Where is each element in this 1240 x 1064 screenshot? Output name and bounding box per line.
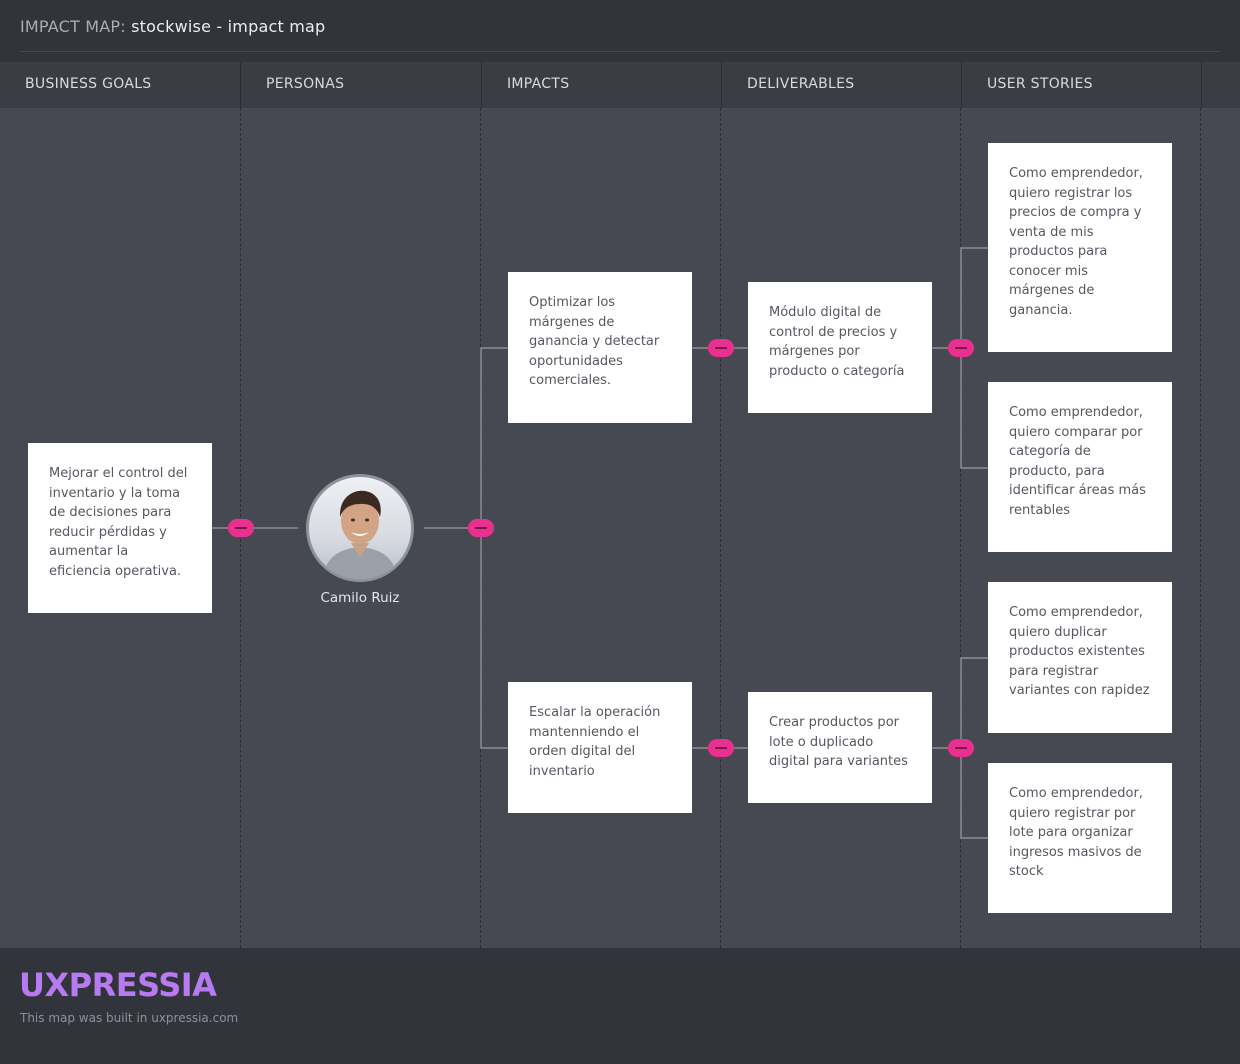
collapse-toggle-icon[interactable] [228,519,254,537]
deliverable-card[interactable]: Crear productos por lote o duplicado dig… [748,692,932,803]
column-divider [720,108,721,948]
column-header-row: BUSINESS GOALS PERSONAS IMPACTS DELIVERA… [0,62,1240,108]
user-story-text: Como emprendedor, quiero registrar los p… [1009,166,1143,318]
footer: UXPRESSIA This map was built in uxpressi… [0,948,1240,1064]
header-divider [20,51,1220,52]
impact-card[interactable]: Optimizar los márgenes de ganancia y det… [508,272,692,423]
column-header-empty [1201,62,1240,108]
connector-line [960,247,988,469]
collapse-toggle-icon[interactable] [948,739,974,757]
user-story-card[interactable]: Como emprendedor, quiero registrar los p… [988,143,1172,352]
column-header-personas: PERSONAS [240,62,481,108]
impact-text: Optimizar los márgenes de ganancia y det… [529,295,660,388]
user-story-card[interactable]: Como emprendedor, quiero registrar por l… [988,763,1172,913]
user-story-card[interactable]: Como emprendedor, quiero comparar por ca… [988,382,1172,552]
deliverable-text: Crear productos por lote o duplicado dig… [769,715,908,769]
business-goal-text: Mejorar el control del inventario y la t… [49,466,188,579]
user-story-text: Como emprendedor, quiero registrar por l… [1009,786,1143,879]
column-divider [1200,108,1201,948]
impact-text: Escalar la operación mantenniendo el ord… [529,705,661,779]
brand-logo[interactable]: UXPRESSIA [19,966,217,1004]
impact-card[interactable]: Escalar la operación mantenniendo el ord… [508,682,692,813]
business-goal-card[interactable]: Mejorar el control del inventario y la t… [28,443,212,613]
user-story-text: Como emprendedor, quiero duplicar produc… [1009,605,1150,698]
collapse-toggle-icon[interactable] [708,739,734,757]
persona-name[interactable]: Camilo Ruiz [320,590,400,606]
column-header-user-stories: USER STORIES [961,62,1201,108]
collapse-toggle-icon[interactable] [708,339,734,357]
collapse-toggle-icon[interactable] [948,339,974,357]
column-header-deliverables: DELIVERABLES [721,62,961,108]
user-story-card[interactable]: Como emprendedor, quiero duplicar produc… [988,582,1172,733]
footer-credit: This map was built in uxpressia.com [20,1011,239,1025]
connector-line [480,347,508,749]
header-bar: IMPACT MAP: stockwise - impact map [0,0,1240,52]
map-title[interactable]: IMPACT MAP: stockwise - impact map [20,17,325,36]
person-photo-icon [323,490,397,579]
deliverable-text: Módulo digital de control de precios y m… [769,305,905,379]
map-title-label: IMPACT MAP: [20,17,126,36]
deliverable-card[interactable]: Módulo digital de control de precios y m… [748,282,932,413]
column-divider [960,108,961,948]
persona-avatar[interactable] [306,474,414,582]
collapse-toggle-icon[interactable] [468,519,494,537]
column-header-business-goals: BUSINESS GOALS [25,76,152,92]
user-story-text: Como emprendedor, quiero comparar por ca… [1009,405,1146,518]
map-name[interactable]: stockwise - impact map [131,17,326,36]
column-header-impacts: IMPACTS [481,62,721,108]
